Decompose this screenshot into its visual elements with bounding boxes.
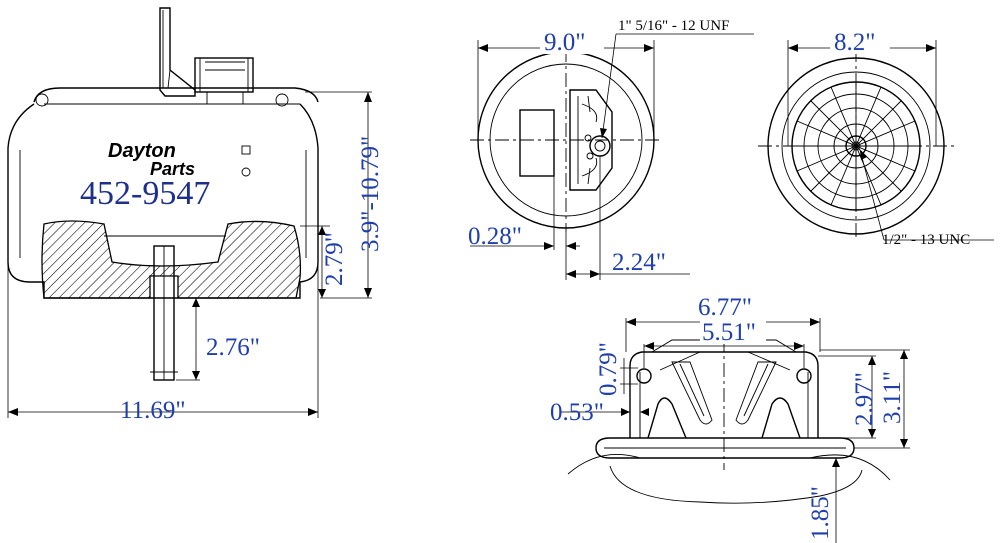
bracket-hole-vertical-label: 0.79"	[595, 342, 622, 396]
bracket-height-b-label: 3.11"	[879, 371, 906, 424]
mounting-bracket	[159, 7, 196, 97]
bottom-view: 8.2" 1/2" - 13 UNC	[758, 28, 994, 248]
bracket-height-a-label: 2.97"	[851, 372, 878, 426]
bracket-rib-left	[647, 397, 687, 439]
circle-mark	[241, 167, 251, 177]
top-bracket	[569, 89, 613, 191]
offset-large-label: 2.24"	[612, 249, 666, 276]
top-nut	[194, 57, 254, 93]
bottom-diameter-label: 8.2"	[834, 29, 875, 56]
bracket-hole-left	[636, 368, 652, 384]
part-number: 452-9547	[80, 175, 210, 212]
top-bead-plate	[33, 87, 319, 103]
bracket-depth-label: 1.85"	[807, 486, 834, 540]
top-diameter-label: 9.0"	[544, 29, 585, 56]
bracket-view: 6.77" 5.51" 0.79" 0.53" 2.97" 3.11"	[550, 292, 910, 543]
bracket-edge-offset-label: 0.53"	[550, 399, 604, 426]
stud-length-label: 2.76"	[206, 334, 260, 361]
bracket-hole-right	[796, 368, 812, 384]
square-mark	[241, 145, 251, 155]
bracket-hole-spacing-label: 5.51"	[702, 319, 756, 346]
overall-width-label: 11.69"	[120, 397, 186, 424]
bracket-rib-right	[761, 397, 801, 439]
bracket-tire-profile	[567, 453, 891, 504]
brand-line2: Parts	[150, 159, 195, 179]
side-view: Dayton Parts 452-9547 3.9"-10.79" 2.79" …	[7, 7, 384, 424]
top-view: 9.0" 1" 5/16" - 12 UNF 0.28" 2.24"	[468, 18, 754, 280]
top-slot	[519, 109, 555, 177]
bracket-slot-right	[735, 361, 777, 425]
piston-section	[41, 220, 302, 299]
piston-height-label: 2.79"	[321, 232, 348, 286]
brand-line1: Dayton	[108, 140, 176, 162]
bottom-thread-callout: 1/2" - 13 UNC	[882, 232, 970, 248]
offset-small-label: 0.28"	[468, 223, 522, 250]
bracket-slot-left	[671, 361, 713, 425]
bracket-outer-width-label: 6.77"	[698, 294, 752, 321]
top-thread-callout: 1" 5/16" - 12 UNF	[618, 18, 729, 34]
top-stud-hole	[589, 135, 611, 157]
height-range-label: 3.9"-10.79"	[357, 136, 384, 252]
